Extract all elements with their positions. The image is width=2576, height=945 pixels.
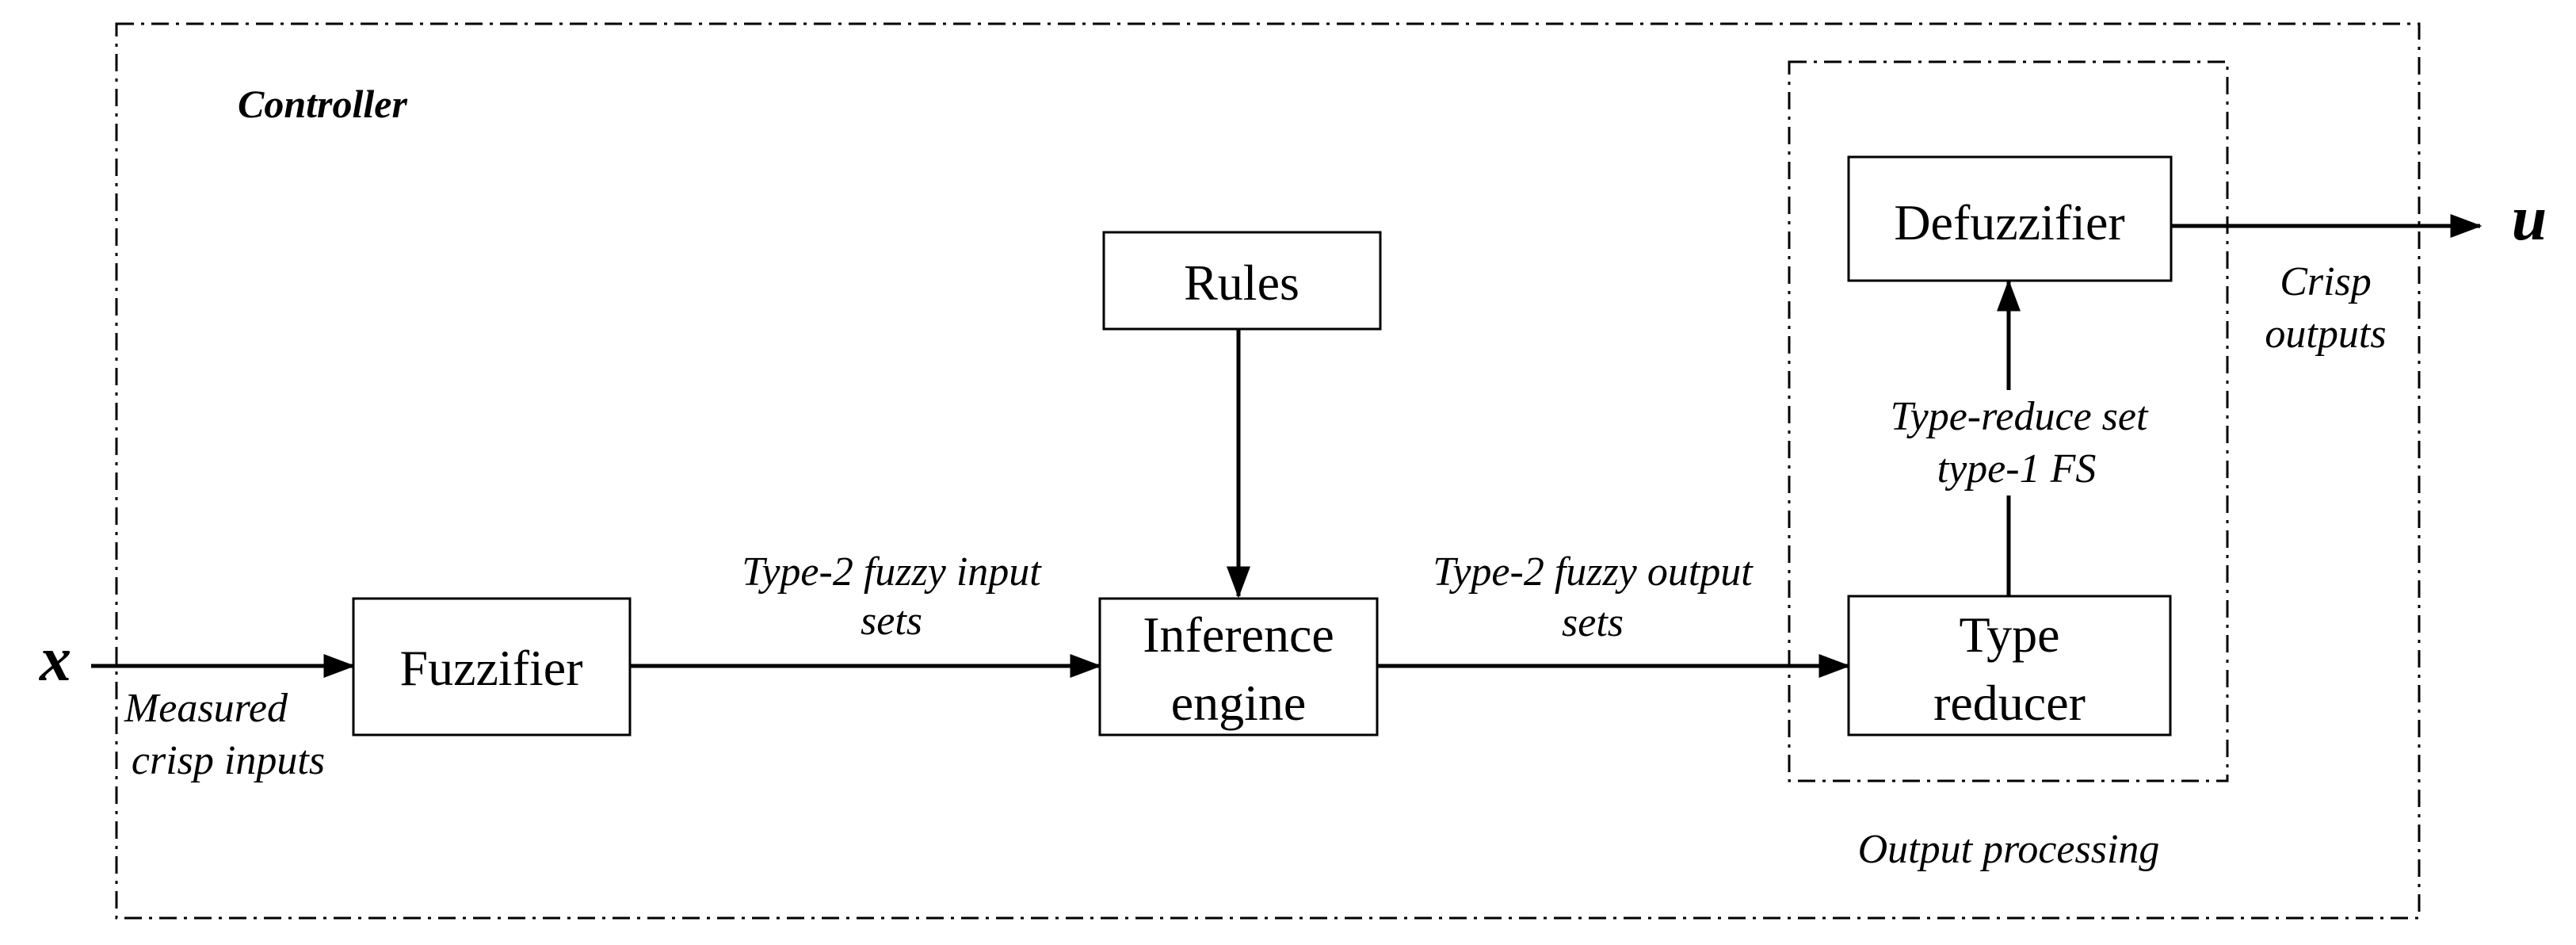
crisp-outputs-label-line1: Crisp xyxy=(2280,259,2372,304)
type-reduce-set-label-line1: Type-reduce set xyxy=(1891,394,2149,439)
output-processing-label: Output processing xyxy=(1858,827,2160,872)
inference-label-line1: Inference xyxy=(1143,606,1334,663)
type-reducer-label-line1: Type xyxy=(1959,606,2059,663)
defuzzifier-label: Defuzzifier xyxy=(1894,194,2124,251)
fuzzy-output-sets-label-line1: Type-2 fuzzy output xyxy=(1433,549,1754,595)
defuzzifier-block: Defuzzifier xyxy=(1847,155,2173,282)
fuzzy-output-sets-label-line2: sets xyxy=(1562,600,1624,645)
fuzzifier-block: Fuzzifier xyxy=(352,597,632,736)
inference-label-line2: engine xyxy=(1171,675,1307,731)
fuzzifier-label: Fuzzifier xyxy=(400,640,583,696)
controller-frame xyxy=(115,22,2421,920)
measured-inputs-label-line2: crisp inputs xyxy=(132,738,325,783)
inference-engine-block: Inference engine xyxy=(1098,597,1379,736)
controller-label: Controller xyxy=(238,82,407,126)
input-variable-x: x xyxy=(39,625,71,694)
type-reducer-block: Type reducer xyxy=(1847,595,2172,736)
rules-block: Rules xyxy=(1102,231,1382,331)
output-processing-frame xyxy=(1788,60,2229,782)
measured-inputs-label-line1: Measured xyxy=(124,686,288,731)
fuzzy-input-sets-label-line2: sets xyxy=(861,599,922,644)
fuzzy-input-sets-label-line1: Type-2 fuzzy input xyxy=(742,549,1042,595)
rules-label: Rules xyxy=(1184,254,1299,311)
crisp-outputs-label-line2: outputs xyxy=(2265,312,2386,357)
type-reducer-label-line2: reducer xyxy=(1933,675,2086,731)
output-variable-u: u xyxy=(2512,184,2547,254)
type-reduce-set-label-line2: type-1 FS xyxy=(1937,446,2097,492)
